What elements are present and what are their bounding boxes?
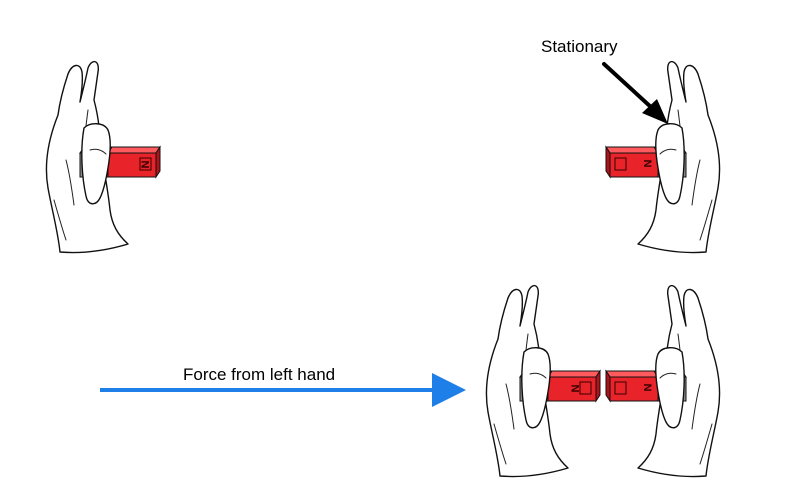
- stationary-label: Stationary: [541, 37, 618, 56]
- bottom-right-hand: [605, 284, 721, 478]
- top-left-magnet-pole-label: N: [139, 161, 151, 169]
- force-label: Force from left hand: [183, 365, 335, 384]
- bottom-left-magnet-pole-label: N: [569, 385, 581, 393]
- stationary-arrow: [602, 62, 668, 124]
- bottom-right-magnet-pole-label: N: [643, 384, 655, 392]
- top-right-hand: [605, 60, 721, 254]
- force-arrow: [100, 373, 466, 407]
- top-right-magnet-pole-label: N: [643, 160, 655, 168]
- top-left-hand: N: [45, 60, 161, 254]
- bottom-left-hand: [485, 284, 601, 478]
